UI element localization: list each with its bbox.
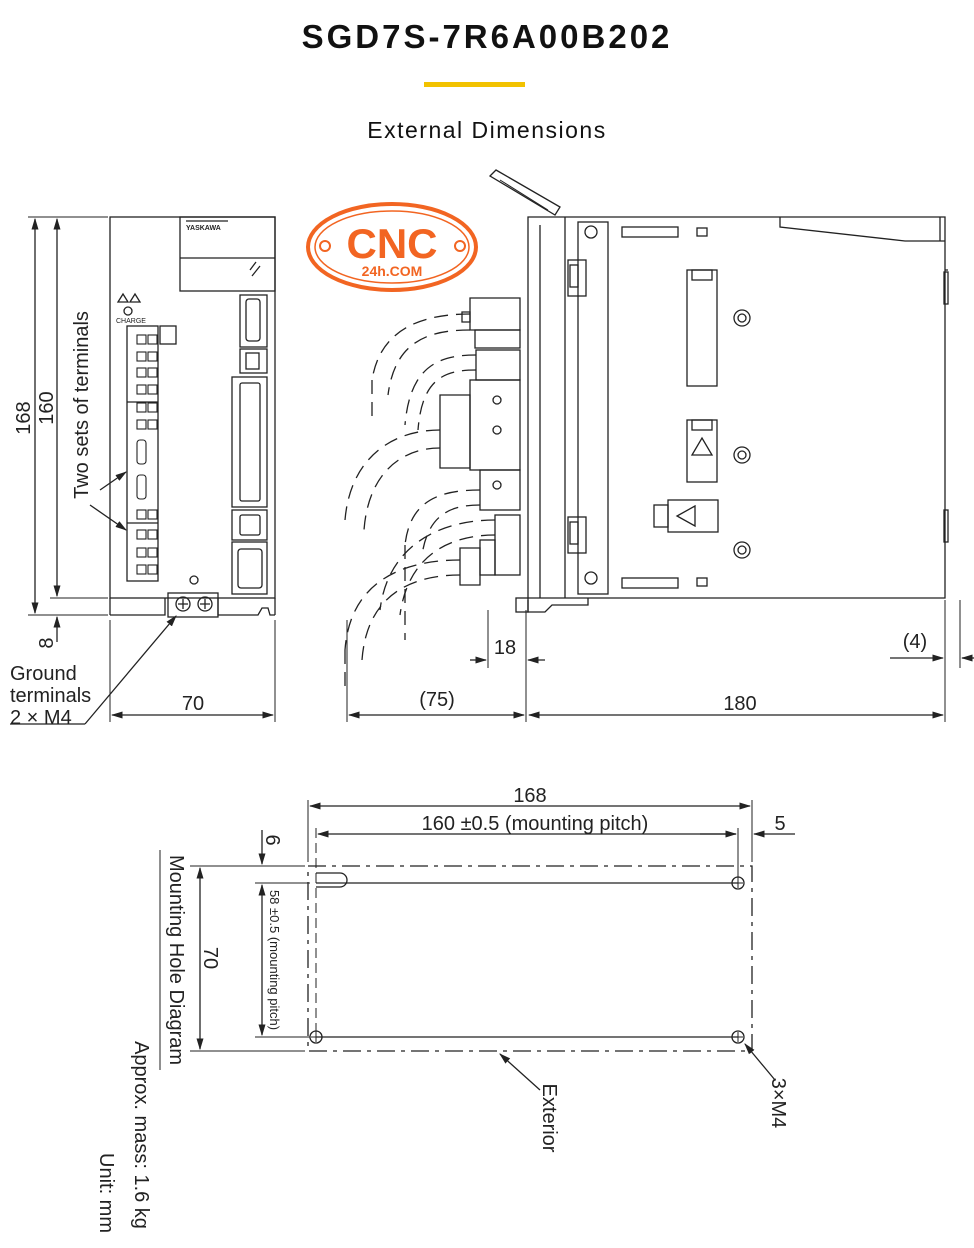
front-height-outer: 168 [13, 401, 35, 434]
mount-top-offset: 6 [261, 834, 283, 845]
front-height-inner: 160 [36, 391, 58, 424]
mount-pitch-length: 160 ±0.5 (mounting pitch) [422, 813, 649, 835]
ground-label-line3: 2 × M4 [10, 707, 72, 729]
rear-offset-dim: (4) [903, 631, 927, 653]
cable-clearance-dim: (75) [419, 689, 455, 711]
cnc24h-logo: CNC 24h.COM [306, 202, 478, 292]
ground-label-line1: Ground [10, 663, 77, 685]
mount-overall-length: 168 [513, 785, 546, 807]
hole-size-label: 3×M4 [767, 1078, 789, 1129]
mount-diagram-title: Mounting Hole Diagram [165, 855, 187, 1065]
front-view: YASKAWA CHARGE [10, 216, 276, 725]
terminal-sets-label: Two sets of terminals [71, 311, 93, 499]
ground-label-line2: terminals [10, 685, 91, 707]
front-width: 70 [182, 693, 204, 715]
logo-text-main: CNC [347, 220, 438, 267]
charge-label: CHARGE [116, 318, 146, 325]
section-subtitle: External Dimensions [367, 117, 607, 143]
exterior-label: Exterior [538, 1084, 560, 1153]
mount-pitch-height: 58 ±0.5 (mounting pitch) [267, 890, 282, 1030]
mounting-diagram [159, 800, 795, 1091]
depth-dim: 180 [723, 693, 756, 715]
side-view [344, 169, 974, 722]
front-bottom-offset: 8 [36, 637, 58, 648]
title-accent-bar [424, 82, 525, 87]
connector-depth-dim: 18 [494, 637, 516, 659]
mount-right-margin: 5 [774, 813, 785, 835]
unit-label: Unit: mm [95, 1153, 117, 1233]
approx-mass: Approx. mass: 1.6 kg [130, 1041, 152, 1229]
mount-height: 70 [199, 947, 221, 969]
logo-text-sub: 24h.COM [362, 263, 423, 279]
svg-text:YASKAWA: YASKAWA [186, 225, 221, 232]
page-title: SGD7S-7R6A00B202 [301, 18, 673, 55]
